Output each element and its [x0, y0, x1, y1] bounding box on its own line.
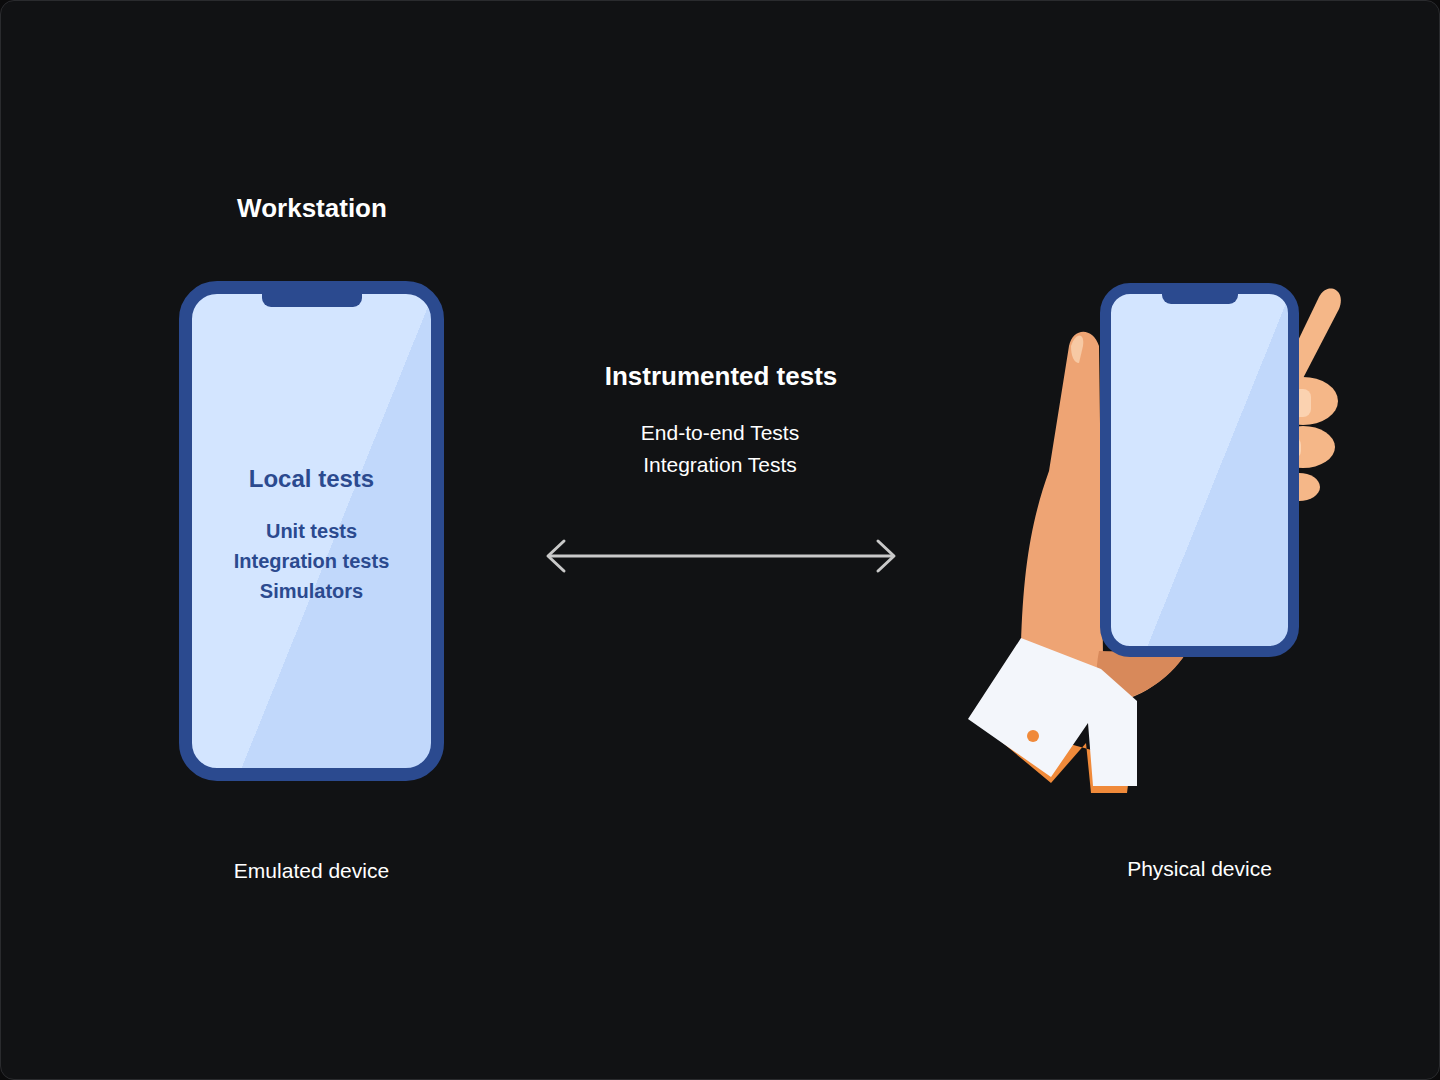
test-type: Integration Tests	[643, 453, 797, 477]
test-type: Unit tests	[192, 516, 431, 546]
test-type: Integration tests	[192, 546, 431, 576]
shirt-cuff	[968, 638, 1137, 786]
region-title: Workstation	[237, 193, 387, 224]
edge-label: Instrumented tests	[605, 361, 838, 392]
cufflink	[1027, 730, 1039, 742]
phone-notch	[1162, 292, 1238, 304]
test-type: End-to-end Tests	[641, 421, 799, 445]
palm-shadow	[1097, 651, 1186, 703]
phone-notch	[262, 292, 362, 307]
thumb-nail	[1071, 335, 1083, 363]
double-arrow	[548, 541, 894, 571]
cuff-lining	[986, 729, 1131, 793]
finger	[1293, 288, 1341, 386]
phone-node: Physical device	[1100, 283, 1299, 657]
device-caption: Emulated device	[234, 859, 389, 883]
section-heading: Local tests	[192, 464, 431, 494]
device-caption: Physical device	[1127, 857, 1272, 881]
screen-text: Local testsUnit testsIntegration testsSi…	[192, 464, 431, 606]
phone-node: Local testsUnit testsIntegration testsSi…	[179, 281, 444, 781]
test-type: Simulators	[192, 576, 431, 606]
